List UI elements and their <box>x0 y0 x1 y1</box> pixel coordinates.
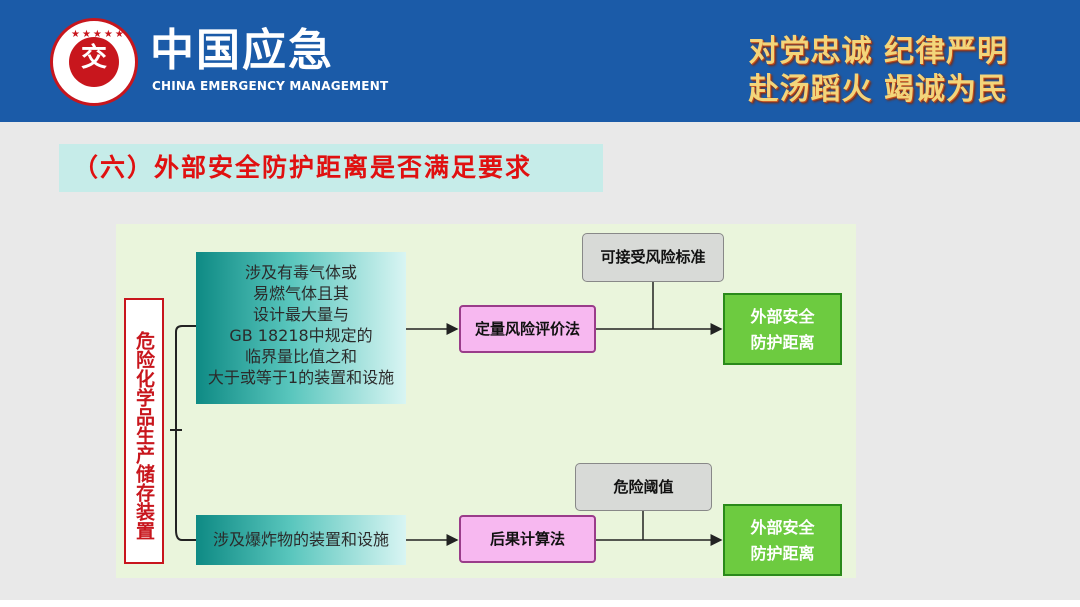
result-upper-line2: 防护距离 <box>750 333 815 352</box>
condition-upper-box: 涉及有毒气体或 易燃气体且其 设计最大量与 GB 18218中规定的 临界量比值… <box>196 252 406 404</box>
result-lower-line1: 外部安全 <box>750 518 815 537</box>
logo-stars: ★★★★★ <box>71 29 126 40</box>
condition-lower-box: 涉及爆炸物的装置和设施 <box>196 515 406 565</box>
emergency-management-logo: ★★★★★ 交 <box>50 18 138 106</box>
criterion-acceptable-risk-box: 可接受风险标准 <box>582 233 724 282</box>
logo-emblem <box>69 37 119 87</box>
result-upper-line1: 外部安全 <box>750 307 815 326</box>
header-banner: ★★★★★ 交 中国应急 CHINA EMERGENCY MANAGEMENT … <box>0 0 1080 122</box>
section-title: （六）外部安全防护距离是否满足要求 <box>59 144 603 192</box>
method-quantitative-risk-box: 定量风险评价法 <box>459 305 596 353</box>
slogan-line-2: 赴汤蹈火 竭诚为民 <box>748 72 1008 107</box>
hazardous-chemical-facility-label: 危险化学品生产储存装置 <box>124 298 164 564</box>
method-consequence-calc-box: 后果计算法 <box>459 515 596 563</box>
brand-title-cn: 中国应急 <box>150 25 334 76</box>
logo-symbol: 交 <box>80 43 107 73</box>
result-upper-box: 外部安全 防护距离 <box>723 293 842 365</box>
criterion-hazard-threshold-box: 危险阈值 <box>575 463 712 511</box>
brand-title-en: CHINA EMERGENCY MANAGEMENT <box>152 79 389 93</box>
result-lower-line2: 防护距离 <box>750 544 815 563</box>
result-lower-box: 外部安全 防护距离 <box>723 504 842 576</box>
slogan-line-1: 对党忠诚 纪律严明 <box>748 34 1008 69</box>
